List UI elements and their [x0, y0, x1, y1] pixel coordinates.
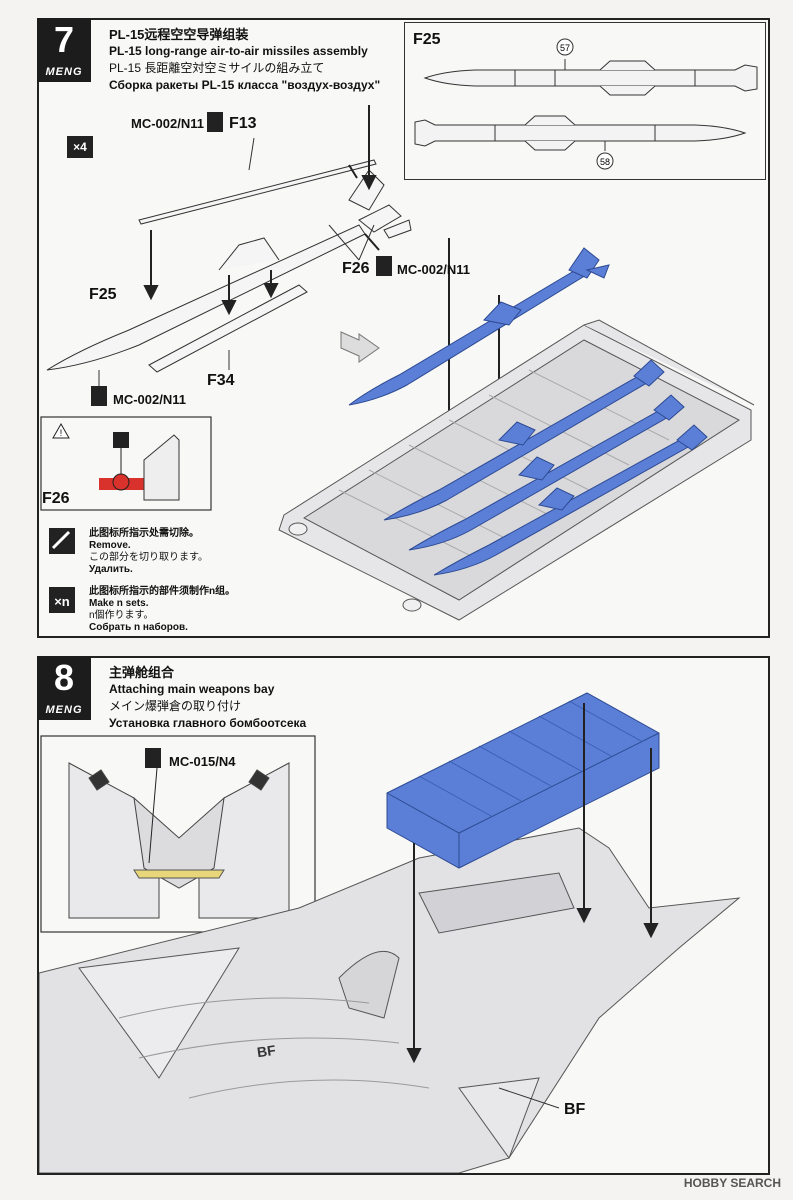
part-f13-label: F13 — [229, 115, 257, 132]
inset-title: F25 — [413, 31, 441, 48]
title-en: Attaching main weapons bay — [109, 682, 275, 696]
fuselage-decal-bf: BF — [255, 1041, 277, 1061]
step-number-badge: 8 MENG — [37, 656, 91, 720]
step-8-panel: 8 MENG 主弹舱组合 Attaching main weapons bay … — [37, 656, 770, 1175]
step-7-panel: 7 MENG PL-15远程空空导弹组装 PL-15 long-range ai… — [37, 18, 770, 638]
step7-assembly-drawing: ! — [40, 105, 755, 621]
part-f25-label: F25 — [89, 286, 117, 303]
paint-code: MC-015/N4 — [169, 754, 236, 769]
title-ja: PL-15 長距離空対空ミサイルの組み立て — [109, 61, 325, 75]
brush-icon — [145, 748, 161, 768]
f25-inset-box: F25 57 58 — [404, 22, 766, 180]
warning-part-label: F26 — [42, 490, 70, 507]
quantity-badge: ×4 — [67, 136, 93, 158]
title-ru: Сборка ракеты PL-15 класса "воздух-возду… — [109, 78, 381, 92]
part-bf-label: BF — [564, 1101, 586, 1118]
brush-icon — [91, 386, 107, 406]
brand-logo: MENG — [45, 66, 83, 78]
legend-remove: 此图标所指示处需切除。 Remove. この部分を切り取ります。 Удалить… — [89, 528, 208, 575]
part-f26-label: F26 — [342, 260, 370, 277]
brush-icon — [376, 256, 392, 276]
f26-paint-code: MC-002/N11 — [397, 262, 470, 277]
paint-code-top: MC-002/N11 — [131, 116, 204, 131]
step-title-block: 主弹舱组合 Attaching main weapons bay メイン爆弾倉の… — [109, 664, 306, 732]
title-en: PL-15 long-range air-to-air missiles ass… — [109, 44, 368, 58]
step8-assembly-drawing — [39, 692, 741, 1173]
step-number: 7 — [53, 19, 75, 60]
callout-58: 58 — [600, 157, 610, 167]
legend-sets: 此图标所指示的部件须制作n组。 Make n sets. n個作ります。 Соб… — [89, 586, 236, 633]
step-number: 8 — [53, 657, 75, 698]
step-number-badge: 7 MENG — [37, 18, 91, 82]
brand-logo: MENG — [45, 704, 83, 716]
title-zh: PL-15远程空空导弹组装 — [109, 27, 249, 42]
title-ru: Установка главного бомбоотсека — [109, 716, 307, 730]
watermark: HOBBY SEARCH — [683, 1176, 781, 1190]
part-f34-label: F34 — [207, 372, 235, 389]
title-zh: 主弹舱组合 — [109, 665, 175, 680]
paint-code-bottom: MC-002/N11 — [113, 392, 186, 407]
step-title-block: PL-15远程空空导弹组装 PL-15 long-range air-to-ai… — [109, 26, 380, 94]
brush-icon — [207, 112, 223, 132]
svg-text:!: ! — [60, 428, 63, 438]
inset-missiles-drawing: 57 58 — [414, 38, 758, 170]
title-ja: メイン爆弾倉の取り付け — [109, 699, 242, 713]
make-n-sets-icon: ×n — [54, 594, 70, 609]
callout-57: 57 — [560, 43, 570, 53]
